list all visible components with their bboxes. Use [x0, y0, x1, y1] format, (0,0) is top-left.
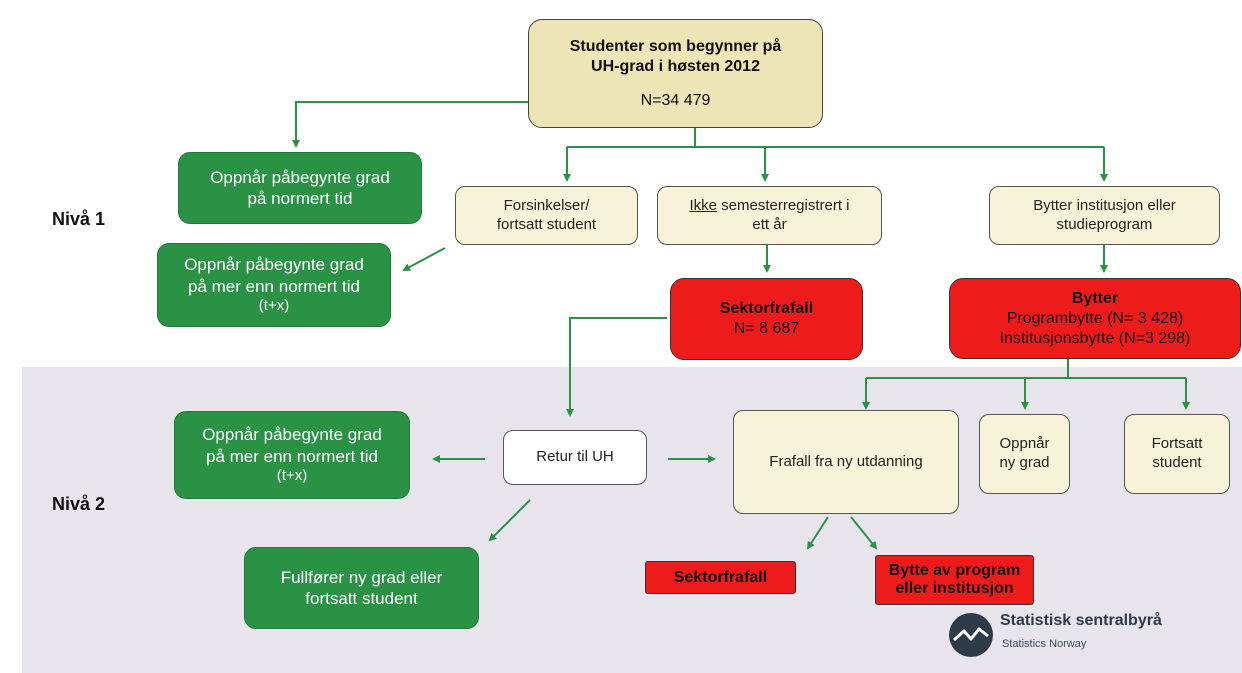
- sektorfrafall-box: Sektorfrafall N= 8 687: [670, 278, 863, 360]
- bytte-av-program-box: Bytte av program eller institusjon: [875, 555, 1034, 605]
- oppnaar-ny-grad-box: Oppnår ny grad: [979, 414, 1070, 494]
- ikke-line1: Ikke semesterregistrert i: [689, 197, 849, 216]
- frafall-ny-utdanning-box: Frafall fra ny utdanning: [733, 410, 959, 514]
- retur-label: Retur til UH: [536, 448, 614, 466]
- fortsatt-line2: student: [1152, 454, 1202, 471]
- ikke-rest: semesterregistrert i: [716, 196, 850, 214]
- start-title-line2: UH-grad i høsten 2012: [591, 57, 760, 75]
- bytte-av-line2: eller institusjon: [895, 580, 1014, 597]
- fullforer-ny-grad-box: Fullfører ny grad eller fortsatt student: [244, 547, 479, 629]
- bytter-inst-line2: studieprogram: [1056, 215, 1153, 233]
- logo-name: Statistisk sentralbyrå: [1000, 612, 1162, 629]
- fullforer-line2: fortsatt student: [305, 589, 418, 608]
- ssb-logo-icon: [949, 613, 993, 657]
- bytter-institusjon-box: Bytter institusjon eller studieprogram: [989, 186, 1220, 245]
- mer-enn-1-line2: på mer enn normert tid: [188, 276, 360, 296]
- mer-enn-2-line1: Oppnår påbegynte grad: [202, 425, 382, 445]
- ikke-registrert-box: Ikke semesterregistrert i ett år: [657, 186, 882, 245]
- forsinkelser-line2: fortsatt student: [496, 215, 597, 233]
- normert-line1: Oppnår påbegynte grad: [210, 167, 390, 187]
- oppnaar-ny-line1: Oppnår: [999, 435, 1050, 453]
- normert-tid-box: Oppnår påbegynte grad på normert tid: [178, 152, 422, 224]
- bytte-av-line1: Bytte av program: [888, 561, 1021, 579]
- fortsatt-student-box: Fortsatt student: [1124, 414, 1230, 494]
- forsinkelser-line1: Forsinkelser/: [503, 196, 590, 214]
- bytter-inst-line1: Bytter institusjon eller: [1033, 196, 1176, 214]
- retur-til-uh-box: Retur til UH: [503, 430, 647, 485]
- sektorfrafall-small-box: Sektorfrafall: [645, 561, 796, 594]
- mer-enn-normert-box-2: Oppnår påbegynte grad på mer enn normert…: [174, 411, 410, 499]
- bytter-box: Bytter Programbytte (N= 3 428) Institusj…: [949, 278, 1241, 359]
- level-1-label: Nivå 1: [52, 209, 106, 229]
- mer-enn-normert-box-1: Oppnår påbegynte grad på mer enn normert…: [157, 243, 391, 327]
- bytter-title: Bytter: [1071, 289, 1119, 307]
- start-count: N=34 479: [640, 91, 711, 109]
- frafall-ny-label: Frafall fra ny utdanning: [769, 452, 923, 470]
- programbytte-count: Programbytte (N= 3 428): [1006, 309, 1184, 327]
- mer-enn-2-line2: på mer enn normert tid: [206, 446, 378, 466]
- mer-enn-1-line3: (t+x): [258, 296, 290, 314]
- oppnaar-ny-line2: ny grad: [999, 454, 1050, 471]
- logo-subtitle: Statistics Norway: [1002, 638, 1087, 650]
- start-title-line1: Studenter som begynner på: [569, 37, 782, 55]
- start-students-box: Studenter som begynner på UH-grad i høst…: [528, 19, 823, 128]
- fortsatt-line1: Fortsatt: [1151, 435, 1203, 453]
- level-2-label: Nivå 2: [52, 494, 106, 514]
- forsinkelser-box: Forsinkelser/ fortsatt student: [455, 186, 638, 245]
- mer-enn-1-line1: Oppnår påbegynte grad: [184, 255, 364, 275]
- normert-line2: på normert tid: [247, 189, 353, 208]
- ikke-underlined: Ikke: [689, 196, 717, 214]
- sektorfrafall-count: N= 8 687: [733, 320, 800, 337]
- sektorfrafall-title: Sektorfrafall: [719, 300, 814, 317]
- mer-enn-2-line3: (t+x): [276, 466, 308, 484]
- institusjonsbytte-count: Institusjonsbytte (N=3 298): [999, 329, 1191, 347]
- fullforer-line1: Fullfører ny grad eller: [280, 567, 443, 587]
- sektorfrafall-small-label: Sektorfrafall: [673, 568, 768, 586]
- ikke-line2: ett år: [752, 215, 787, 233]
